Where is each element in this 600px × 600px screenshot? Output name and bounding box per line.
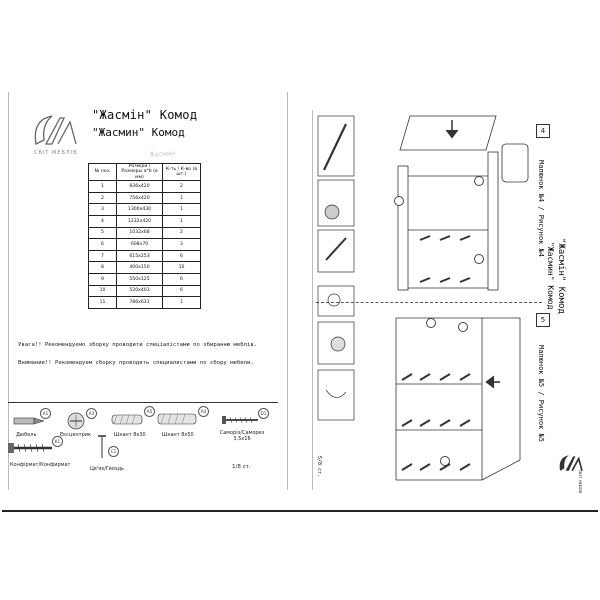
badge-a4: A4 <box>198 406 209 417</box>
screw-icon <box>222 416 258 424</box>
col-header-pos: № поз. <box>88 162 117 182</box>
right-sheet-border <box>312 110 597 490</box>
title-ru: "Жасмин" Комод <box>92 126 185 139</box>
notice-ru: Внимание!! Рекомендуем сборку проводить … <box>18 360 254 366</box>
parts-table: № поз. Розміри / Размеры а*b (в мм) К-ть… <box>88 162 201 309</box>
fitting-label-dowel: Дюбель <box>16 432 37 438</box>
fitting-label-eccentric: Ексцентрик <box>60 432 92 438</box>
fitting-label-confirmat: Конфірмат/Конфирмат <box>10 462 71 468</box>
badge-a3: A3 <box>86 408 97 419</box>
col-header-qty: К-ть / К-во (в шт.) <box>162 162 201 182</box>
cell-qty: 1 <box>162 191 201 205</box>
part-callout <box>426 318 436 328</box>
cell-qty: 3 <box>162 238 201 251</box>
logo-text: СВІТ МЕБЛІВ <box>34 150 78 156</box>
badge-k1: K1 <box>52 436 63 447</box>
company-logo-icon <box>34 115 77 145</box>
fitting-label-dowel-8x50: Шкант 8x50 <box>162 432 194 438</box>
part-callout <box>474 176 484 186</box>
part-callout <box>474 254 484 264</box>
cell-qty: 1 <box>162 203 201 216</box>
part-callout <box>458 322 468 332</box>
part-callout <box>440 456 450 466</box>
badge-a5: A5 <box>144 406 155 417</box>
cell-size: 1032x68 <box>116 226 163 240</box>
confirmat-icon <box>8 443 52 453</box>
cell-qty: 1 <box>162 296 201 309</box>
detail-callouts <box>317 115 355 421</box>
cell-pos: 5 <box>88 226 117 240</box>
dowel-icon <box>13 417 45 425</box>
step-4-box: 4 <box>536 124 550 138</box>
step-divider <box>316 302 542 303</box>
step-5-box: 5 <box>536 313 550 327</box>
cell-size: 836x420 <box>116 180 163 193</box>
col-header-size: Розміри / Размеры а*b (в мм) <box>116 162 163 182</box>
figure-5-drawing <box>395 317 521 481</box>
cell-size: 1300x430 <box>116 203 163 216</box>
page-number-left: 1/8 ст. <box>232 464 251 470</box>
fitting-label-screw: Саморіз/Саморез 3,5x16 <box>219 430 265 442</box>
cell-pos: 1 <box>88 180 117 193</box>
part-callout <box>394 196 404 206</box>
nail-icon <box>98 435 106 458</box>
fitting-label-nail: Цв'ях/Гвоздь <box>90 466 124 472</box>
left-sheet-border <box>8 92 288 490</box>
figure-4-drawing <box>397 115 529 291</box>
badge-d1: D1 <box>258 408 269 419</box>
wood-dowel-long-icon <box>157 413 197 425</box>
cell-qty: 1 <box>162 215 201 228</box>
fittings-divider <box>8 402 278 403</box>
cell-qty: 2 <box>162 226 201 240</box>
notice-ua: Увага!! Рекомендуємо зборку проводити сп… <box>18 342 258 348</box>
company-logo-right-icon <box>559 455 583 472</box>
page-frame <box>2 2 598 512</box>
cell-qty: 2 <box>162 180 201 193</box>
fitting-label-dowel-8x30: Шкант 8x30 <box>114 432 146 438</box>
eccentric-icon <box>67 412 85 430</box>
badge-c1: C1 <box>108 446 119 457</box>
title-ua: "Жасмін" Комод <box>92 108 198 122</box>
wood-dowel-short-icon <box>111 414 143 425</box>
badge-a1: A1 <box>40 408 51 419</box>
